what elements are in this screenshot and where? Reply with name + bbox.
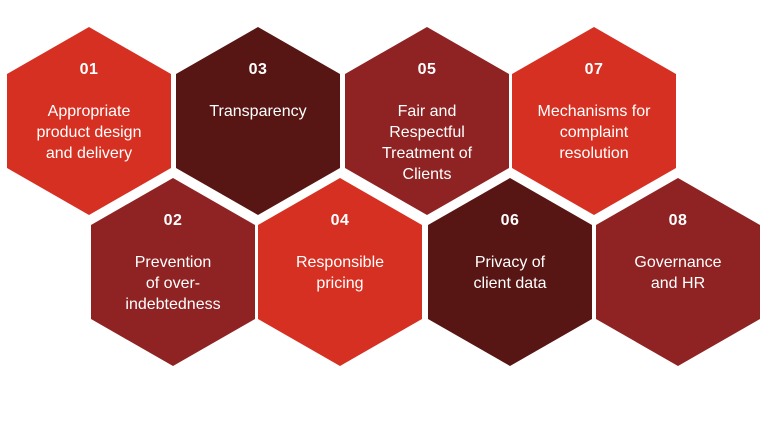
hexagon-label: Responsible pricing: [295, 254, 385, 292]
hexagon-number: 07: [584, 61, 604, 78]
hexagon-07: 07 Mechanisms for complaint resolution: [512, 27, 676, 215]
hexagon-04: 04 Responsible pricing: [258, 178, 422, 366]
hexagon-number: 03: [248, 61, 268, 78]
hexagon-number: 04: [330, 212, 350, 229]
hexagon-label: Appropriate product design and delivery: [36, 103, 142, 162]
hexagon-label: Privacy of client data: [473, 254, 547, 292]
hexagon-08: 08 Governance and HR: [596, 178, 760, 366]
hexagon-label: Prevention of over- indebtedness: [125, 254, 221, 313]
hexagon-number: 01: [79, 61, 99, 78]
hexagon-05: 05 Fair and Respectful Treatment of Clie…: [345, 27, 509, 215]
hexagon-number: 08: [668, 212, 688, 229]
hexagon-number: 05: [417, 61, 437, 78]
hexagon-label: Fair and Respectful Treatment of Clients: [381, 103, 473, 183]
hexagon-number: 02: [163, 212, 183, 229]
hexagon-03: 03 Transparency: [176, 27, 340, 215]
hexagon-01: 01 Appropriate product design and delive…: [7, 27, 171, 215]
hexagon-label: Governance and HR: [634, 254, 722, 292]
hexagon-label: Transparency: [209, 103, 307, 120]
hexagon-number: 06: [500, 212, 520, 229]
hexagon-06: 06 Privacy of client data: [428, 178, 592, 366]
hexagon-label: Mechanisms for complaint resolution: [537, 103, 651, 162]
hexagon-02: 02 Prevention of over- indebtedness: [91, 178, 255, 366]
